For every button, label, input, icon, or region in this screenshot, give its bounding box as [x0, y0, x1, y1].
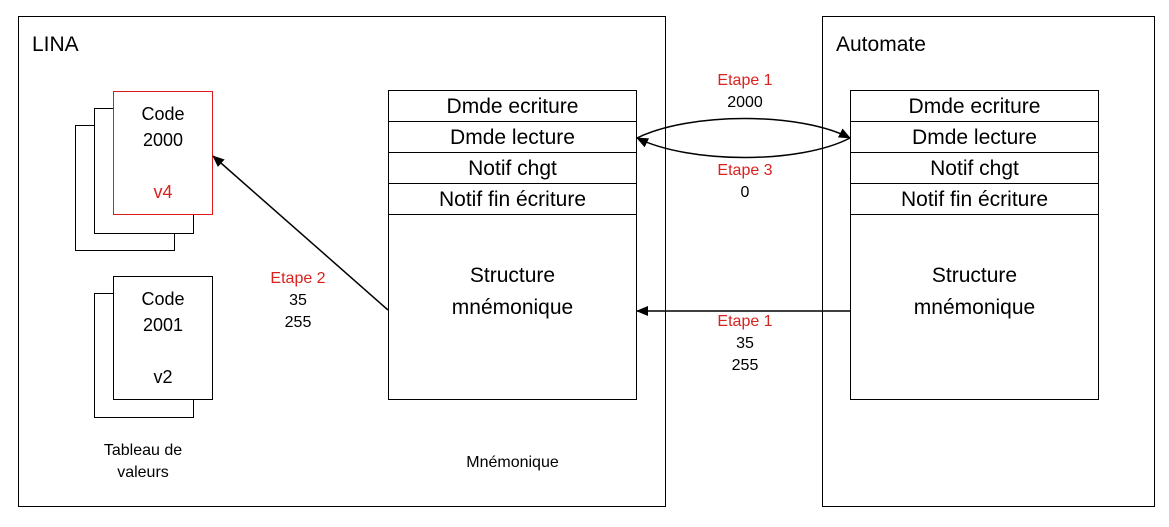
step-value: 0	[740, 184, 750, 201]
lina-row-write-request: Dmde ecriture	[388, 90, 637, 122]
document-code-2001: Code 2001 v2	[113, 276, 213, 400]
lina-row-change-notification: Notif chgt	[388, 152, 637, 184]
step-name: Etape 1	[717, 313, 773, 330]
document-line-2: 2000	[142, 130, 184, 150]
caption-line: Tableau de	[103, 442, 183, 459]
step-value: 2000	[727, 94, 763, 111]
automate-row-write-request: Dmde ecriture	[850, 90, 1099, 122]
document-version: v2	[153, 367, 173, 387]
automate-row-read-request: Dmde lecture	[850, 121, 1099, 153]
automate-mnemonic-structure: Structure mnémonique	[850, 214, 1099, 400]
step3-response-arrow	[636, 137, 851, 159]
step-name: Etape 1	[717, 72, 773, 89]
upper-step3-label: Etape 3 0	[700, 160, 790, 204]
step-value: 35	[289, 292, 307, 309]
values-table-caption: Tableau de valeurs	[83, 440, 203, 484]
lina-row-read-request: Dmde lecture	[388, 121, 637, 153]
step-value: 35	[736, 335, 754, 352]
step-name: Etape 3	[717, 162, 773, 179]
step-value: 255	[731, 357, 759, 374]
lina-mnemonic-structure: Structure mnémonique	[388, 214, 637, 400]
structure-line: Structure	[931, 264, 1018, 287]
document-line-1: Code	[141, 289, 185, 309]
step1-read-request-arrow	[636, 117, 851, 139]
lina-title: LINA	[32, 33, 79, 56]
document-code-2000: Code 2000 v4	[113, 91, 213, 215]
automate-title: Automate	[836, 33, 926, 56]
step-value: 255	[284, 314, 312, 331]
mnemonic-caption: Mnémonique	[466, 454, 559, 471]
structure-line: mnémonique	[451, 296, 574, 319]
lower-step1-label: Etape 1 35 255	[700, 311, 790, 377]
document-line-1: Code	[141, 104, 185, 124]
step2-label: Etape 2 35 255	[253, 268, 343, 334]
document-version: v4	[153, 182, 173, 202]
step-name: Etape 2	[270, 270, 326, 287]
structure-line: mnémonique	[913, 296, 1036, 319]
upper-step1-label: Etape 1 2000	[700, 70, 790, 114]
lina-row-write-end-notification: Notif fin écriture	[388, 183, 637, 215]
structure-line: Structure	[469, 264, 556, 287]
document-line-2: 2001	[142, 315, 184, 335]
automate-row-change-notification: Notif chgt	[850, 152, 1099, 184]
caption-line: valeurs	[117, 464, 169, 481]
automate-row-write-end-notification: Notif fin écriture	[850, 183, 1099, 215]
